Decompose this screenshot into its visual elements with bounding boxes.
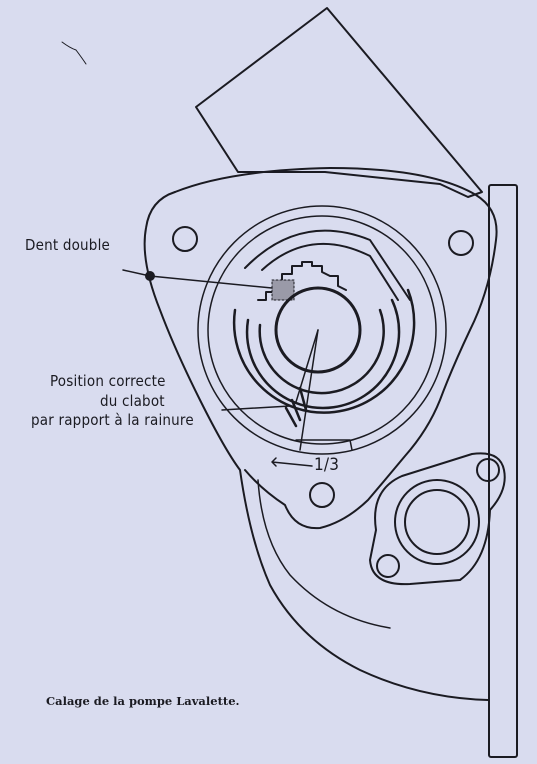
inner-cavity [257, 479, 391, 629]
label-position-line2: du clabot [100, 392, 165, 410]
clabot-line-1 [299, 329, 319, 451]
ink-mark [61, 41, 87, 65]
figure-caption: Calage de la pompe Lavalette. [46, 694, 240, 708]
small-flange-hole-left [376, 554, 400, 578]
small-flange-ring-inner [404, 489, 470, 555]
housing-flange [174, 167, 498, 530]
clabot-mark [284, 386, 308, 428]
outer-ring-1 [197, 205, 447, 455]
ring-4 [245, 298, 401, 410]
ring-3 [232, 288, 416, 414]
leader-dent-double [122, 269, 273, 289]
dimension-arrow [271, 457, 313, 467]
mounting-plate [488, 184, 518, 758]
upper-arc-1 [244, 229, 411, 301]
label-position-line1: Position correcte [50, 372, 166, 390]
bolt-hole-bottom [309, 482, 335, 508]
bolt-hole-top-right [448, 230, 474, 256]
small-flange-hole-right [476, 458, 500, 482]
ring-5 [258, 308, 385, 395]
central-shaft [274, 286, 362, 374]
bolt-hole-top-left [172, 226, 198, 252]
groove-notch [295, 439, 353, 451]
label-dent-double: Dent double [25, 236, 111, 254]
double-tooth [271, 279, 295, 301]
gear-teeth [257, 261, 347, 301]
label-fraction: 1/3 [314, 455, 340, 475]
outer-ring-2 [207, 215, 437, 445]
leader-position [221, 405, 291, 411]
small-flange-ring-outer [394, 479, 480, 565]
upper-arc-2 [261, 242, 399, 301]
leader-dot [145, 271, 155, 281]
upper-bracket [195, 7, 483, 198]
housing-outline [143, 191, 489, 701]
small-flange [369, 452, 506, 586]
label-position-line3: par rapport à la rainure [31, 411, 194, 429]
